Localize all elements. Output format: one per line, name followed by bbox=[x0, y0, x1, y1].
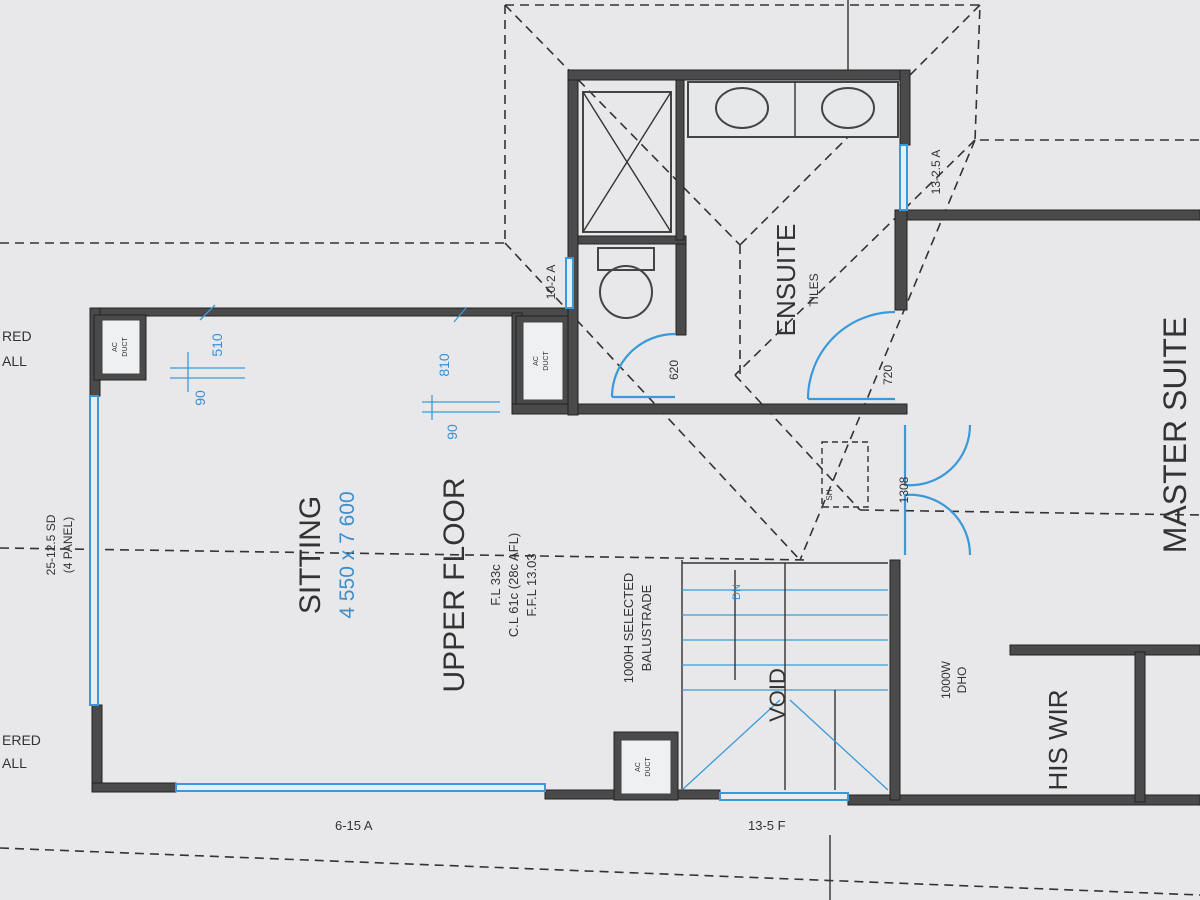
dho-label-line1: 1000W bbox=[939, 660, 953, 699]
ac-duct-boxes bbox=[101, 319, 672, 795]
dimension-ticks bbox=[170, 304, 500, 420]
room-master-suite-name: MASTER SUITE bbox=[1157, 317, 1193, 553]
fixtures bbox=[582, 81, 899, 508]
dim-90-left: 90 bbox=[192, 390, 208, 406]
dho-label-line2: DHO bbox=[955, 667, 969, 694]
balustrade-label-line1: 1000H SELECTED bbox=[621, 573, 636, 684]
door-620-label: 620 bbox=[667, 360, 681, 380]
dim-90-right: 90 bbox=[444, 424, 460, 440]
room-void-name: VOID bbox=[765, 668, 790, 722]
room-upper-floor-name: UPPER FLOOR bbox=[438, 477, 471, 692]
dim-510: 510 bbox=[209, 333, 225, 357]
room-his-wir-name: HIS WIR bbox=[1043, 689, 1073, 790]
window-13-2-5a-label: 13-2.5 A bbox=[929, 150, 943, 195]
window-10-2a-label: 10-2 A bbox=[544, 265, 558, 300]
wall-fragment-top-1: RED bbox=[2, 328, 32, 344]
door-1308-label: 1308 bbox=[897, 476, 911, 503]
balustrade-label-line2: BALUSTRADE bbox=[639, 584, 654, 671]
upper-floor-fl: F.L 33c bbox=[488, 564, 503, 606]
room-ensuite-finish: TILES bbox=[807, 273, 821, 306]
ac-duct-1-line2: DUCT bbox=[122, 337, 129, 357]
wall-fragment-bottom-1: ERED bbox=[2, 732, 41, 748]
windows bbox=[89, 144, 908, 801]
sliding-door-label: 25-12.5 SD bbox=[44, 514, 58, 575]
wall-fragment-bottom-2: ALL bbox=[2, 755, 27, 771]
sliding-door-panels-label: (4 PANEL) bbox=[61, 517, 75, 573]
walls bbox=[89, 69, 1200, 806]
room-ensuite-name: ENSUITE bbox=[771, 224, 801, 337]
dimension-labels: 6-15 A 13-5 F 10-2 A 13-2.5 A 510 90 810… bbox=[192, 150, 943, 833]
sh-label: SH bbox=[825, 489, 834, 500]
room-labels: SITTING 4 550 x 7 600 UPPER FLOOR F.L 33… bbox=[294, 224, 1193, 791]
window-6-15a-label: 6-15 A bbox=[335, 818, 373, 833]
dim-810: 810 bbox=[436, 353, 452, 377]
ac-duct-2-line1: AC bbox=[533, 356, 540, 366]
doors bbox=[610, 310, 972, 556]
stairs bbox=[681, 560, 889, 791]
room-sitting-size: 4 550 x 7 600 bbox=[336, 491, 359, 618]
ac-duct-1-line1: AC bbox=[112, 342, 119, 352]
ac-duct-3-line1: AC bbox=[635, 762, 642, 772]
wall-fragment-top-2: ALL bbox=[2, 353, 27, 369]
ac-duct-2-line2: DUCT bbox=[543, 351, 550, 371]
room-sitting-name: SITTING bbox=[294, 496, 327, 614]
stair-direction-label: DN bbox=[731, 584, 743, 600]
upper-floor-cl: C.L 61c (28c AFL) bbox=[506, 533, 521, 637]
upper-floor-ffl: F.F.L 13.03 bbox=[524, 553, 539, 616]
annotation-labels: 25-12.5 SD (4 PANEL) 1000H SELECTED BALU… bbox=[2, 328, 969, 777]
window-13-5f-label: 13-5 F bbox=[748, 818, 786, 833]
ac-duct-3-line2: DUCT bbox=[645, 757, 652, 777]
door-720-label: 720 bbox=[881, 365, 895, 385]
